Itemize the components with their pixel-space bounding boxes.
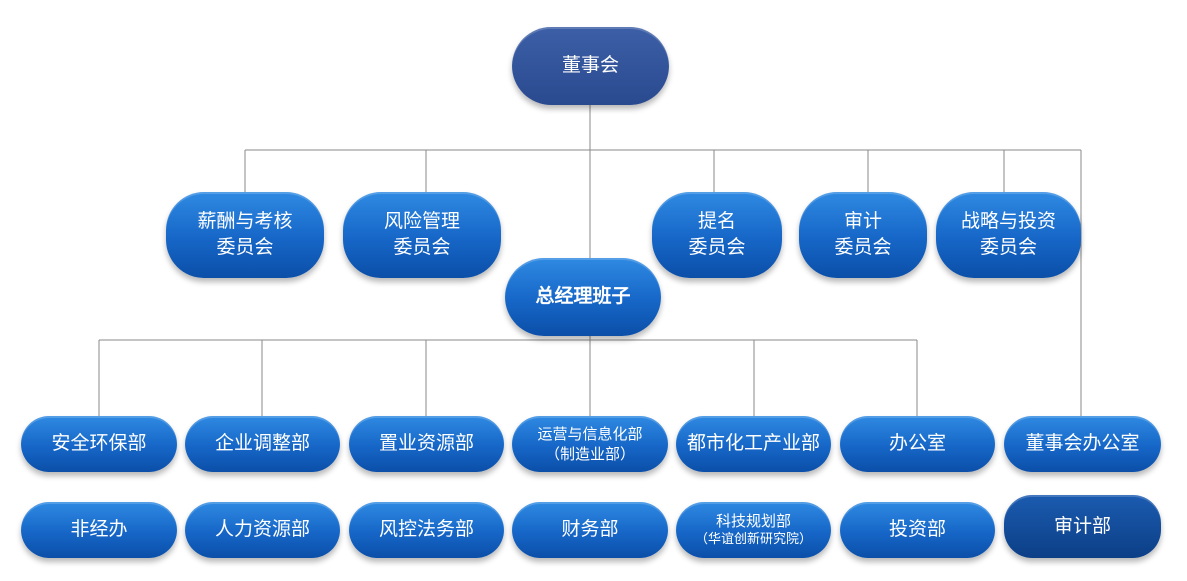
node-risk-committee: 风险管理 委员会 (343, 192, 501, 278)
node-label: 委员会 (216, 236, 274, 258)
node-strategy-committee: 战略与投资 委员会 (936, 192, 1081, 278)
node-label: （华谊创新研究院） (694, 532, 812, 548)
node-label: 投资部 (888, 518, 946, 541)
node-audit-committee: 审计 委员会 (799, 192, 927, 278)
node-label: 运营与信息化部 (537, 424, 643, 443)
node-label: 风控法务部 (378, 518, 474, 541)
node-label: 委员会 (834, 236, 892, 258)
node-remuneration-committee: 薪酬与考核 委员会 (166, 192, 324, 278)
node-label: 人力资源部 (214, 518, 310, 541)
node-label: 委员会 (688, 236, 746, 258)
node-dept-investment: 投资部 (840, 502, 995, 558)
node-dept-operations: 运营与信息化部 （制造业部） (512, 416, 668, 472)
node-label: 审计部 (1053, 514, 1111, 537)
node-dept-audit: 审计部 (1004, 495, 1161, 558)
node-label: （制造业部） (544, 445, 635, 463)
node-label: 科技规划部 (715, 512, 791, 531)
node-label: 非经办 (70, 518, 128, 541)
node-dept-office: 办公室 (840, 416, 995, 472)
node-label: 办公室 (888, 432, 946, 455)
node-dept-tech-planning: 科技规划部 （华谊创新研究院） (676, 502, 831, 558)
node-label: 审计 (843, 210, 882, 233)
node-board-office: 董事会办公室 (1004, 416, 1161, 472)
node-label: 安全环保部 (51, 432, 147, 455)
node-dept-urban-chemical: 都市化工产业部 (676, 416, 831, 472)
node-dept-safety: 安全环保部 (21, 416, 177, 472)
node-label: 置业资源部 (378, 432, 474, 455)
node-label: 委员会 (979, 236, 1037, 258)
node-label: 财务部 (561, 518, 619, 541)
node-label: 董事会办公室 (1025, 432, 1140, 455)
node-label: 战略与投资 (960, 210, 1056, 233)
node-board-of-directors: 董事会 (512, 27, 669, 105)
node-nomination-committee: 提名 委员会 (652, 192, 782, 278)
node-label: 企业调整部 (214, 432, 310, 455)
node-dept-finance: 财务部 (512, 502, 668, 558)
node-label: 总经理班子 (535, 285, 631, 308)
node-label: 都市化工产业部 (686, 432, 820, 455)
node-label: 委员会 (393, 236, 451, 258)
node-label: 董事会 (561, 54, 619, 77)
node-dept-restructuring: 企业调整部 (185, 416, 340, 472)
node-dept-property: 置业资源部 (349, 416, 504, 472)
node-label: 提名 (697, 210, 736, 233)
node-dept-risk-legal: 风控法务部 (349, 502, 504, 558)
node-dept-non-operating: 非经办 (21, 502, 177, 558)
node-label: 薪酬与考核 (197, 210, 293, 233)
node-label: 风险管理 (383, 210, 460, 233)
node-general-manager-team: 总经理班子 (505, 258, 661, 336)
node-dept-hr: 人力资源部 (185, 502, 340, 558)
